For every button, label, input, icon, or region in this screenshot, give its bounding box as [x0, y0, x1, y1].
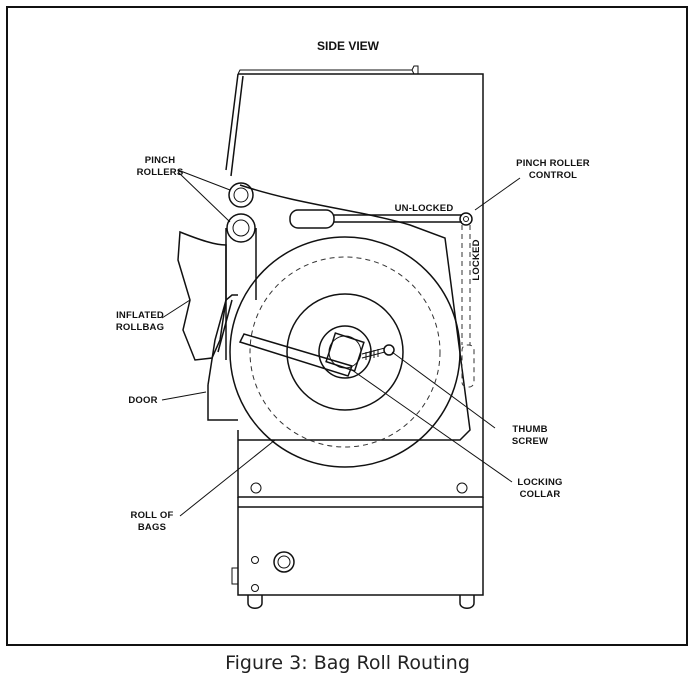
label-roll-of-bags: ROLL OF [131, 510, 174, 521]
label-pinch-roller-control-2: CONTROL [529, 170, 577, 181]
label-thumb-screw: THUMB [512, 424, 547, 435]
label-pinch-rollers-2: ROLLERS [137, 167, 184, 178]
diagram-border [6, 6, 688, 646]
inflated-rollbag [177, 230, 227, 361]
label-unlocked: UN-LOCKED [395, 203, 454, 214]
label-locked: LOCKED [471, 239, 482, 280]
lower-cabinet [231, 482, 484, 609]
label-locking-collar-2: COLLAR [520, 489, 561, 500]
label-pinch-rollers: PINCH [145, 155, 176, 166]
label-inflated-rollbag-2: ROLLBAG [116, 322, 164, 333]
figure-caption: Figure 3: Bag Roll Routing [225, 652, 470, 674]
diagram-title: SIDE VIEW [317, 39, 380, 53]
label-locking-collar: LOCKING [517, 477, 562, 488]
roll-of-bags [229, 236, 461, 468]
label-inflated-rollbag: INFLATED [116, 310, 164, 321]
leader-lines [161, 169, 521, 517]
label-thumb-screw-2: SCREW [512, 436, 548, 447]
thumb-screw[interactable] [361, 344, 395, 360]
label-pinch-roller-control: PINCH ROLLER [516, 158, 590, 169]
label-roll-of-bags-2: BAGS [138, 522, 166, 533]
pinch-roller-control[interactable] [289, 209, 475, 388]
label-door: DOOR [128, 395, 157, 406]
machine-housing [225, 65, 484, 498]
